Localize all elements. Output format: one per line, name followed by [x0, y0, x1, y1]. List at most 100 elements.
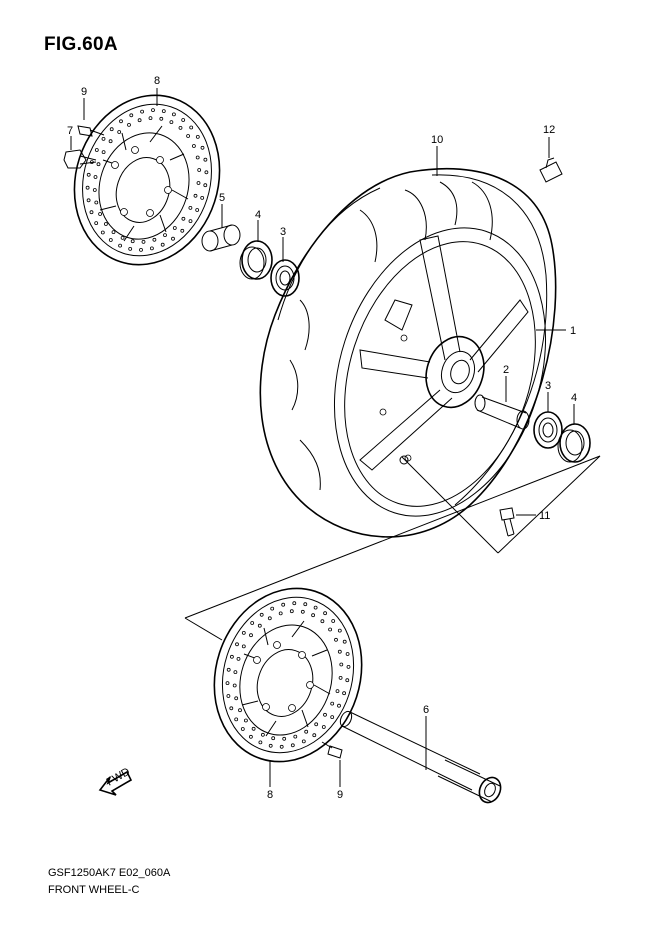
disc-vent-hole: [342, 691, 347, 696]
brake-disc-lower: [213, 587, 363, 763]
disc-vent-hole: [163, 233, 167, 238]
disc-vent-hole: [258, 740, 263, 745]
disc-vent-hole: [225, 681, 230, 685]
callout-9-upper: 9: [81, 86, 87, 98]
figure-name: FRONT WHEEL-C: [48, 884, 140, 896]
callout-4-lower: 4: [571, 392, 577, 404]
disc-vent-hole: [181, 118, 186, 122]
figure-title: FIG.60A: [44, 34, 118, 55]
disc-vent-hole: [117, 130, 122, 134]
bolt-7: [63, 149, 97, 169]
disc-vent-hole: [257, 623, 262, 628]
disc-vent-hole: [241, 631, 246, 635]
disc-vent-hole: [226, 667, 231, 672]
disc-vent-hole: [312, 733, 317, 738]
disc-vent-hole: [86, 198, 91, 203]
disc-vent-hole: [260, 732, 265, 737]
disc-vent-hole: [118, 243, 122, 248]
oil-seal-upper: [239, 240, 273, 280]
disc-vent-hole: [320, 619, 325, 624]
disc-vent-hole: [226, 694, 231, 698]
disc-vent-hole: [100, 230, 105, 235]
disc-vent-hole: [323, 611, 328, 616]
disc-vent-hole: [178, 126, 183, 130]
disc-vent-hole: [233, 670, 238, 674]
disc-vent-hole: [338, 676, 343, 680]
disc-vent-hole: [148, 116, 153, 120]
disc-vent-hole: [195, 155, 200, 160]
disc-vent-hole: [337, 703, 341, 708]
disc-vent-hole: [281, 602, 286, 607]
disc-vent-hole: [313, 605, 318, 610]
disc-vent-hole: [129, 113, 134, 118]
disc-vent-hole: [240, 727, 245, 731]
disc-vent-hole: [171, 236, 175, 241]
disc-vent-hole: [137, 118, 142, 123]
disc-vent-hole: [92, 188, 97, 192]
oil-seal-lower: [557, 423, 591, 463]
disc-vent-hole: [232, 683, 237, 688]
disc-vent-hole: [120, 235, 125, 240]
disc-bolt-lower: [321, 741, 343, 759]
disc-vent-hole: [345, 678, 350, 683]
disc-vent-hole: [89, 210, 94, 215]
disc-vent-hole: [204, 170, 209, 175]
disc-vent-hole: [94, 221, 99, 226]
disc-vent-hole: [314, 722, 319, 727]
callout-11: 11: [539, 510, 550, 522]
disc-vent-hole: [85, 185, 90, 190]
disc-vent-hole: [130, 239, 135, 244]
disc-vent-hole: [303, 602, 308, 607]
callout-6: 6: [423, 704, 429, 716]
disc-vent-hole: [323, 712, 327, 717]
disc-vent-hole: [86, 172, 91, 177]
callout-4-upper: 4: [255, 209, 261, 221]
disc-vent-hole: [229, 654, 234, 659]
disc-vent-hole: [189, 125, 194, 130]
fwd-label: FWD: [105, 766, 133, 789]
disc-vent-hole: [96, 162, 101, 167]
callout-1: 1: [570, 325, 576, 337]
disc-vent-hole: [321, 725, 326, 729]
disc-vent-hole: [279, 744, 284, 749]
disc-vent-hole: [128, 246, 133, 251]
disc-vent-hole: [249, 633, 253, 638]
disc-vent-hole: [250, 621, 255, 625]
disc-vent-hole: [191, 144, 196, 148]
disc-vent-hole: [195, 134, 200, 139]
disc-vent-hole: [268, 743, 273, 748]
axle-collar: [474, 394, 530, 430]
disc-vent-hole: [93, 175, 98, 179]
disc-vent-hole: [101, 136, 106, 141]
reference-lines: [184, 455, 601, 641]
disc-vent-hole: [127, 123, 131, 127]
callout-8-lower: 8: [267, 789, 273, 801]
disc-vent-hole: [197, 168, 202, 172]
disc-vent-hole: [119, 119, 123, 124]
disc-vent-hole: [171, 112, 176, 117]
disc-vent-hole: [98, 212, 102, 216]
disc-vent-hole: [330, 701, 335, 706]
disc-vent-hole: [339, 662, 344, 667]
disc-vent-hole: [334, 637, 338, 642]
disc-vent-hole: [203, 157, 208, 162]
disc-vent-hole: [235, 642, 239, 647]
disc-vent-hole: [200, 145, 205, 150]
disc-vent-hole: [196, 181, 201, 185]
leader-lines: [70, 88, 575, 787]
disc-vent-hole: [94, 148, 99, 152]
disc-vent-hole: [337, 628, 342, 633]
disc-vent-hole: [160, 242, 165, 247]
disc-vent-hole: [271, 736, 276, 741]
disc-vent-hole: [301, 739, 306, 744]
disc-vent-hole: [195, 208, 200, 212]
disc-vent-hole: [159, 116, 164, 121]
disc-vent-hole: [241, 644, 246, 649]
disc-vent-hole: [259, 612, 264, 617]
callout-labels: 8 9 7 5 4 3 10 12 1 2 3 4 11 6 8 9: [67, 75, 577, 801]
disc-vent-hole: [335, 689, 340, 693]
disc-vent-hole: [94, 200, 99, 205]
brake-disc-upper: [73, 94, 221, 266]
disc-bolt-upper: [77, 125, 105, 137]
